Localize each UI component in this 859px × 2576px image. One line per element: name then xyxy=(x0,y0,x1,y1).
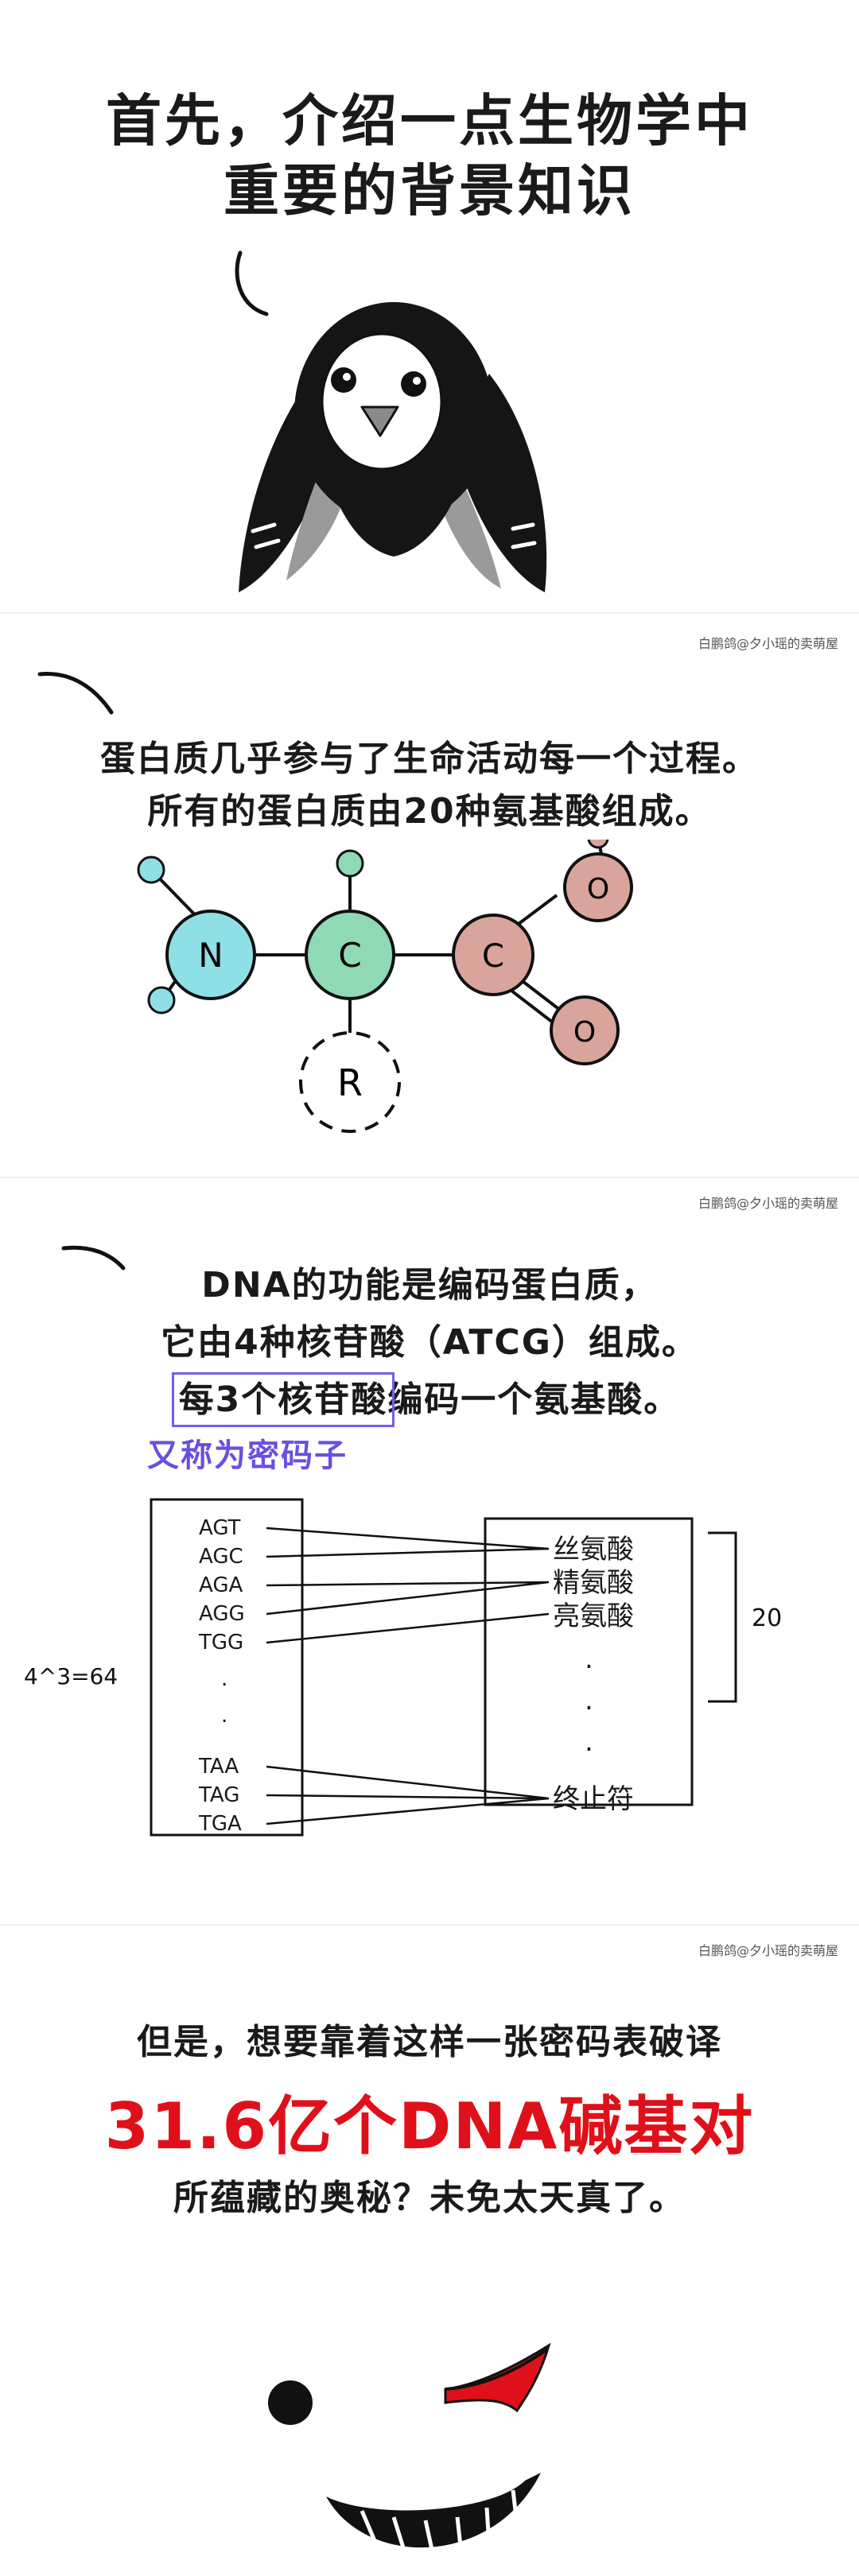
aa-stop: 终止符 xyxy=(553,1783,634,1815)
penguin-illustration xyxy=(235,250,547,592)
watermark: 白鹏鸽@夕小瑶的卖萌屋 xyxy=(698,1943,838,1958)
atom-n xyxy=(165,910,256,1000)
codon-agg: AGG xyxy=(199,1602,245,1626)
codon-tgg: TGG xyxy=(198,1631,243,1655)
divider xyxy=(0,1177,859,1178)
intro-title-line1: 首先，介绍一点生物学中 xyxy=(106,88,753,153)
codon-taa: TAA xyxy=(198,1755,239,1779)
codon-agt: AGT xyxy=(199,1516,241,1540)
aa-dot: . xyxy=(585,1685,593,1717)
codon-dot: . xyxy=(221,1667,227,1691)
amino-acid-diagram: N C R C O O xyxy=(137,840,633,1133)
dna-line1: DNA的功能是编码蛋白质， xyxy=(201,1265,658,1305)
atom-o2-label: O xyxy=(573,1016,596,1049)
grinning-face xyxy=(268,2342,551,2558)
watermark: 白鹏鸽@夕小瑶的卖萌屋 xyxy=(698,1196,838,1211)
speech-tail xyxy=(37,672,114,715)
dna-line3-rest: 编码一个氨基酸。 xyxy=(387,1379,681,1420)
face-mouth xyxy=(326,2473,541,2548)
penguin-eye-right xyxy=(401,371,426,397)
panel-protein: 蛋白质几乎参与了生命活动每一个过程。 所有的蛋白质由20种氨基酸组成。 N C … xyxy=(0,665,859,1174)
codon-note: 又称为密码子 xyxy=(147,1437,348,1474)
dna-line3: 每3个核苷酸编码一个氨基酸。 xyxy=(0,1371,859,1427)
aa-ser: 丝氨酸 xyxy=(553,1534,634,1565)
divider xyxy=(0,612,859,614)
atom-c2-label: C xyxy=(482,938,504,975)
penguin-eye-left xyxy=(331,367,356,393)
conclusion-line1: 但是，想要靠着这样一张密码表破译 xyxy=(137,2022,722,2062)
intro-title-line2: 重要的背景知识 xyxy=(223,158,636,223)
boxed-phrase: 每3个核苷酸 xyxy=(171,1372,395,1427)
dna-line2: 它由4种核苷酸（ATCG）组成。 xyxy=(161,1322,698,1363)
atom-o1 xyxy=(563,852,633,922)
aa-arg: 精氨酸 xyxy=(553,1567,634,1599)
atom-o2 xyxy=(550,995,620,1065)
codon-dot: . xyxy=(221,1704,227,1728)
atom-c1 xyxy=(305,910,395,1000)
codon-tag: TAG xyxy=(198,1783,239,1807)
protein-line2: 所有的蛋白质由20种氨基酸组成。 xyxy=(147,791,712,832)
codon-agc: AGC xyxy=(199,1545,243,1569)
watermark: 白鹏鸽@夕小瑶的卖萌屋 xyxy=(698,636,838,651)
codon-aga: AGA xyxy=(199,1573,243,1597)
protein-line1: 蛋白质几乎参与了生命活动每一个过程。 xyxy=(100,739,759,779)
panel-intro: 首先，介绍一点生物学中 重要的背景知识 xyxy=(0,0,859,604)
codon-table: AGT AGC AGA AGG TGG . . TAA TAG TGA 丝氨酸 … xyxy=(24,1498,782,1837)
atom-o1-label: O xyxy=(587,873,609,906)
atom-c2 xyxy=(452,914,534,996)
panel-dna: DNA的功能是编码蛋白质， 它由4种核苷酸（ATCG）组成。 每3个核苷酸编码一… xyxy=(0,1224,859,1876)
aa-leu: 亮氨酸 xyxy=(553,1600,634,1632)
count-right: 20 xyxy=(752,1604,782,1632)
conclusion-highlight: 31.6亿个DNA碱基对 xyxy=(104,2089,755,2163)
divider xyxy=(0,1924,859,1926)
aa-dot: . xyxy=(585,1726,593,1758)
codon-tga: TGA xyxy=(198,1812,242,1836)
aa-dot: . xyxy=(585,1643,593,1675)
panel-conclusion: 但是，想要靠着这样一张密码表破译 31.6亿个DNA碱基对 所蕴藏的奥秘？未免太… xyxy=(0,1972,859,2576)
conclusion-line3: 所蕴藏的奥秘？未免太天真了。 xyxy=(173,2178,686,2218)
face-eye-left xyxy=(268,2380,313,2425)
atom-r-label: R xyxy=(337,1061,363,1104)
atom-r xyxy=(299,1031,401,1133)
atom-c1-label: C xyxy=(338,936,361,975)
count-left: 4^3=64 xyxy=(24,1663,118,1690)
atom-n-label: N xyxy=(198,936,223,975)
speech-tail xyxy=(61,1245,126,1271)
